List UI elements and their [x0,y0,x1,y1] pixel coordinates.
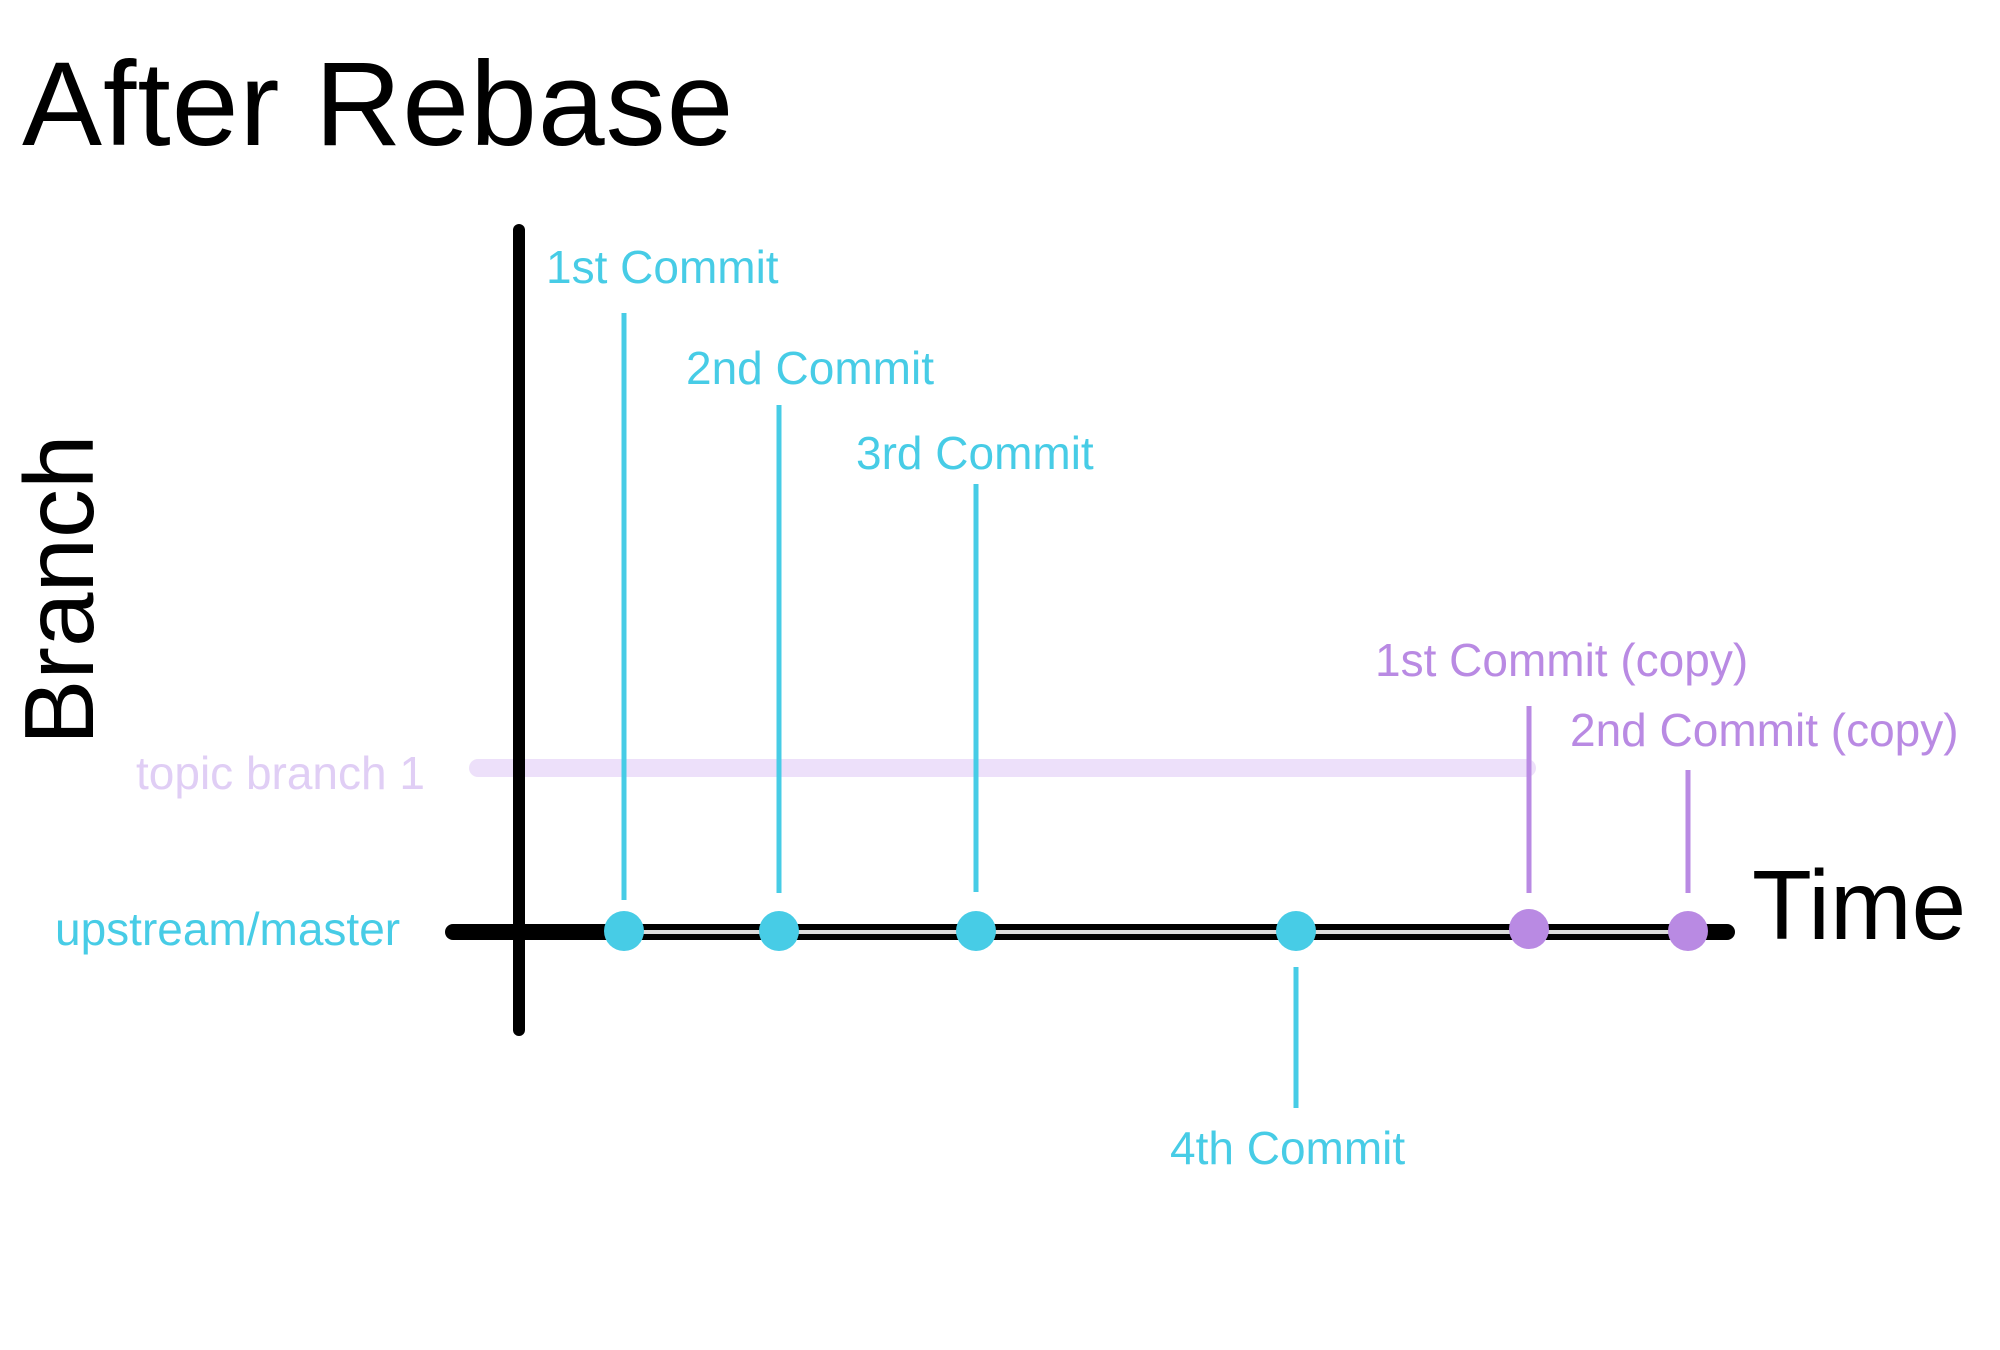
commit-label-2: 2nd Commit [686,342,934,394]
topic-branch-label: topic branch 1 [136,747,425,799]
page-title: After Rebase [22,37,735,171]
commit-label-3: 3rd Commit [856,427,1094,479]
commit-dot-copy-2 [1668,911,1708,951]
commit-label-copy-1: 1st Commit (copy) [1375,634,1749,686]
commit-dot-1 [604,911,644,951]
commit-label-copy-2: 2nd Commit (copy) [1570,704,1959,756]
master-branch-label: upstream/master [55,903,401,955]
commit-dot-4 [1276,911,1316,951]
commit-label-4: 4th Commit [1170,1122,1406,1174]
commit-label-1: 1st Commit [546,241,779,293]
commit-dot-3 [956,911,996,951]
x-axis-label: Time [1752,850,1967,960]
commit-dot-2 [759,911,799,951]
commit-dot-copy-1 [1509,909,1549,949]
